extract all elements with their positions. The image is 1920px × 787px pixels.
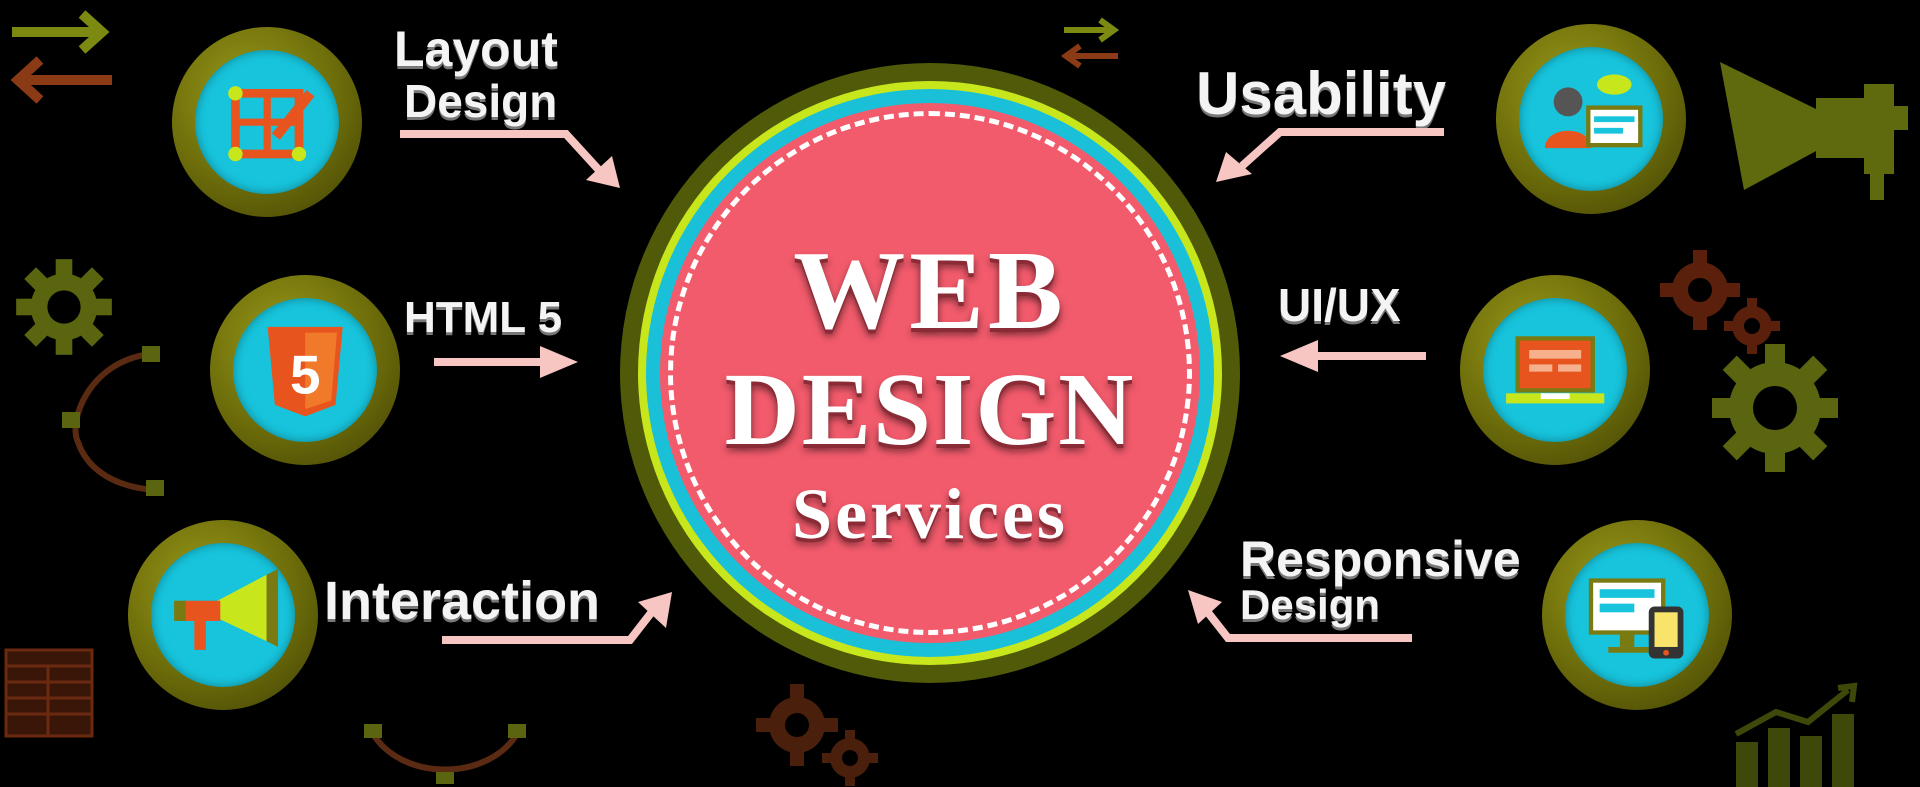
responsive-label-line1: Responsive: [1240, 531, 1521, 587]
interaction-label: Interaction: [324, 571, 601, 631]
layout-grid-icon: [228, 85, 315, 161]
document-table-icon: [4, 648, 94, 738]
laptop-icon: [1505, 336, 1605, 404]
layout-label-line1: Layout: [394, 21, 558, 77]
uiux-label: UI/UX: [1278, 279, 1401, 331]
interaction-arrow: [442, 592, 672, 644]
emblem-subtitle-services: Services: [792, 474, 1068, 554]
responsive-badge: [1542, 520, 1732, 710]
bar-chart-icon-decor: [1734, 682, 1858, 787]
swap-arrows-icon: [10, 10, 112, 104]
emblem-title-design: DESIGN: [724, 352, 1136, 467]
gears-icon-bottom: [756, 684, 878, 786]
gear-icon-left: [16, 259, 112, 355]
usability-badge: [1496, 24, 1686, 214]
megaphone-icon: [173, 568, 278, 650]
web-design-emblem: WEB DESIGN Services: [620, 63, 1240, 683]
uiux-arrow: [1280, 340, 1426, 372]
emblem-core: WEB DESIGN Services: [660, 103, 1200, 643]
responsive-label-line2: Design: [1240, 581, 1381, 628]
layout-design-badge: [172, 27, 362, 217]
emblem-title-web: WEB: [793, 229, 1067, 353]
user-desktop-icon: [1544, 74, 1643, 148]
layout-label-line2: Design: [404, 75, 558, 127]
emblem-cyan-ring: WEB DESIGN Services: [646, 89, 1214, 657]
html5-label: HTML 5: [404, 293, 563, 342]
responsive-arrow: [1188, 590, 1412, 642]
html5-arrow: [434, 346, 578, 378]
usability-label: Usability: [1196, 60, 1447, 127]
swap-arrows-icon-small: [1060, 17, 1120, 69]
emblem-dashed-border: [668, 111, 1192, 635]
interaction-badge: [128, 520, 318, 710]
layout-arrow: [400, 130, 620, 188]
html5-badge: 5: [210, 275, 400, 465]
gears-icon-right: [1660, 250, 1838, 472]
curve-handle-icon: [62, 346, 164, 496]
usability-arrow: [1216, 128, 1444, 182]
monitor-phone-icon: [1588, 578, 1684, 659]
html5-shield-icon: 5: [267, 326, 343, 417]
html5-shield-text: 5: [290, 343, 321, 405]
curve-bottom-icon: [364, 724, 526, 784]
uiux-badge: [1460, 275, 1650, 465]
megaphone-icon-decor: [1720, 62, 1908, 200]
emblem-ring: WEB DESIGN Services: [638, 81, 1222, 665]
